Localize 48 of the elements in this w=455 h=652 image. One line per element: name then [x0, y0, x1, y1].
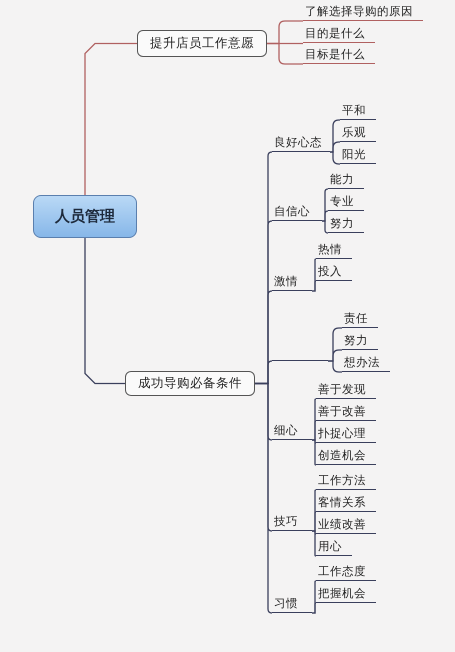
connector-line	[330, 151, 340, 165]
topic-box: 提升店员工作意愿	[137, 30, 267, 57]
subtopic-label: 平和	[340, 102, 376, 120]
subtopic-label: 细心	[272, 422, 312, 440]
subtopic-label: 了解选择导购的原因	[303, 3, 423, 21]
subtopic-label: 目的是什么	[303, 25, 375, 43]
subtopic-label: 工作方法	[316, 472, 376, 490]
connector-line	[267, 42, 303, 65]
subtopic-label: 努力	[342, 332, 378, 350]
subtopic-label: 想办法	[342, 354, 390, 372]
subtopic-label: 客情关系	[316, 494, 376, 512]
connector-line	[312, 420, 317, 441]
subtopic-label: 激情	[272, 273, 312, 291]
connector-line	[312, 530, 317, 557]
connector-line	[312, 280, 317, 292]
subtopic-label: 把握机会	[316, 585, 376, 603]
subtopic-label: 技巧	[272, 513, 312, 531]
root-topic-box: 人员管理	[33, 195, 137, 238]
subtopic-label: 能力	[328, 171, 364, 189]
subtopic-label: 目标是什么	[303, 46, 375, 64]
topic-box: 成功导购必备条件	[125, 371, 255, 396]
subtopic-label: 工作态度	[316, 563, 376, 581]
connector-line	[312, 602, 317, 614]
subtopic-label: 努力	[328, 215, 364, 233]
connector-line	[84, 238, 125, 384]
subtopic-label: 创造机会	[316, 447, 376, 465]
subtopic-label: 良好心态	[272, 134, 330, 152]
connector-line	[330, 141, 340, 153]
subtopic-label: 阳光	[340, 146, 376, 164]
subtopic-label: 业绩改善	[316, 516, 376, 534]
connector-line	[312, 439, 317, 466]
connector-line	[322, 220, 329, 234]
subtopic-label: 责任	[342, 310, 378, 328]
subtopic-label: 善于改善	[316, 403, 376, 421]
subtopic-label: 专业	[328, 193, 364, 211]
connector-line	[328, 360, 342, 373]
subtopic-label: 扑捉心理	[316, 425, 376, 443]
subtopic-label: 自信心	[272, 203, 322, 221]
connector-line	[322, 210, 329, 222]
subtopic-label: 用心	[316, 538, 352, 556]
connector-line	[312, 511, 317, 532]
subtopic-label: 善于发现	[316, 381, 376, 399]
subtopic-label: 热情	[316, 241, 352, 259]
subtopic-label: 乐观	[340, 124, 376, 142]
connector-line	[84, 42, 137, 195]
subtopic-label: 习惯	[272, 595, 312, 613]
connector-line	[255, 382, 273, 614]
subtopic-label: 投入	[316, 263, 352, 281]
